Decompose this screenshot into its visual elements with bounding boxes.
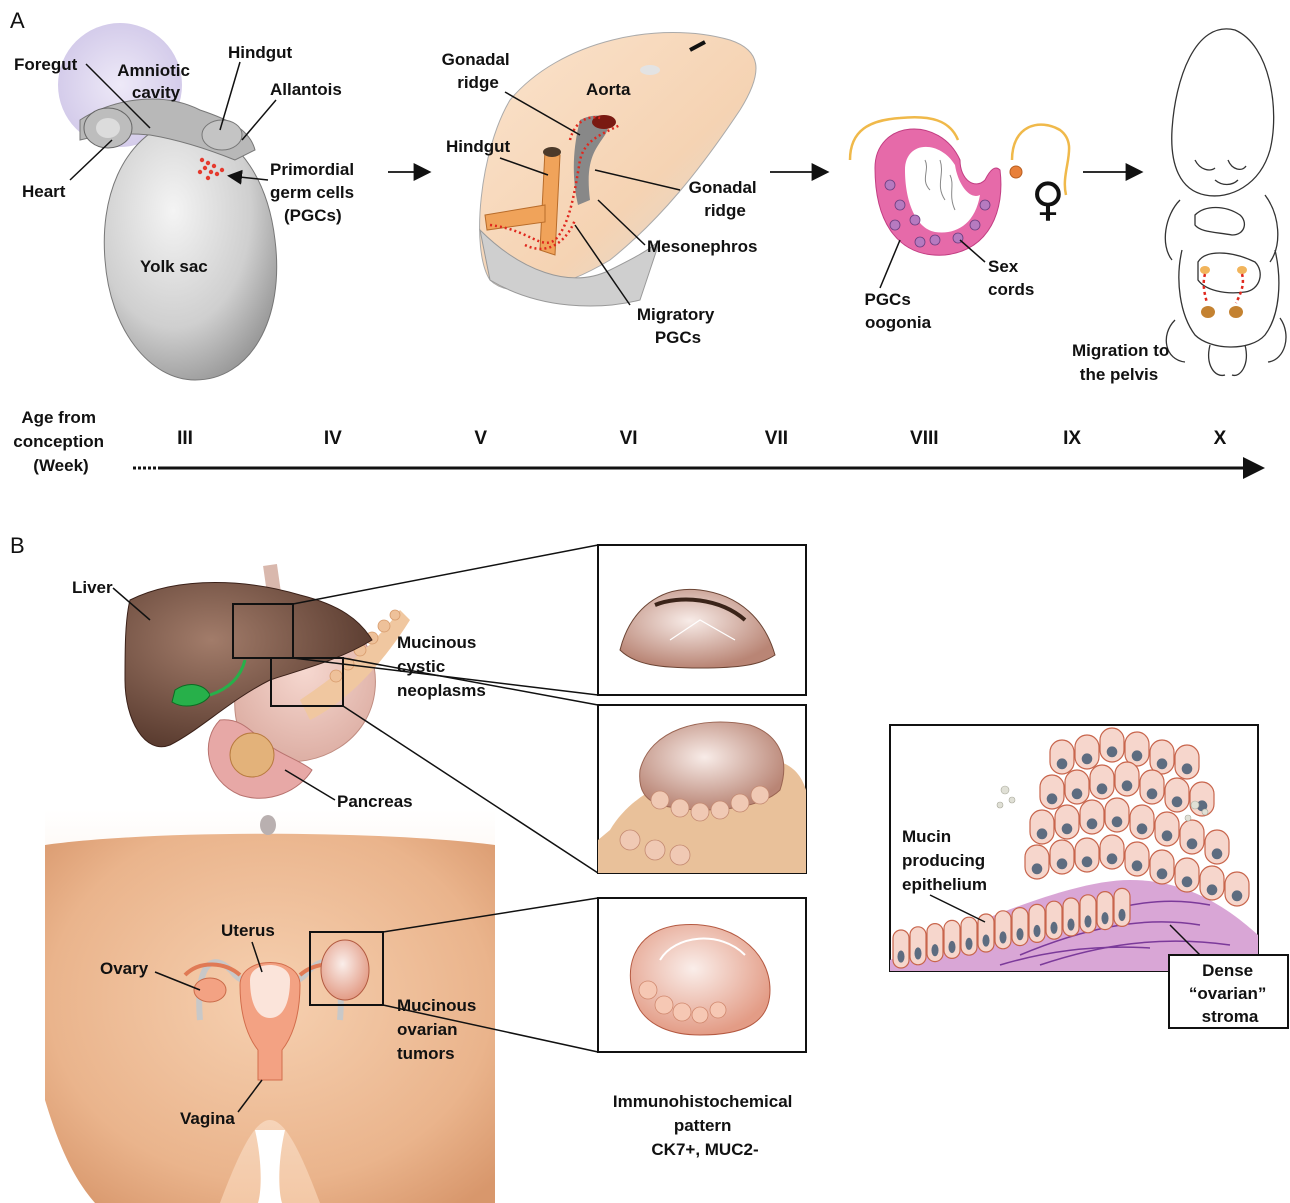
label-ovary: Ovary xyxy=(100,959,149,978)
label-uterus: Uterus xyxy=(221,921,275,940)
fetus-illustration xyxy=(1165,29,1286,376)
label-mucinous-cystic-neoplasms: Mucinous cystic neoplasms xyxy=(397,633,486,700)
label-heart: Heart xyxy=(22,182,66,201)
label-aorta: Aorta xyxy=(586,80,631,99)
label-yolk-sac: Yolk sac xyxy=(140,257,208,276)
timeline-label: Age from conception (Week) xyxy=(13,408,108,475)
timeline-week-X: X xyxy=(1214,428,1227,449)
timeline-week-IX: IX xyxy=(1063,428,1081,449)
timeline-week-VI: VI xyxy=(620,428,638,449)
label-migratory-pgcs: Migratory PGCs xyxy=(637,305,719,347)
panel-label-b: B xyxy=(10,533,25,558)
label-sex-cords: Sex cords xyxy=(988,257,1034,299)
timeline-week-IV: IV xyxy=(324,428,342,449)
timeline-week-VIII: VIII xyxy=(910,428,939,449)
female-symbol: ♀ xyxy=(1031,172,1065,226)
timeline-week-V: V xyxy=(474,428,487,449)
timeline-weeks: III IV V VI VII VIII IX X xyxy=(177,428,1227,449)
label-liver: Liver xyxy=(72,578,113,597)
zoom-panel-liver-cyst xyxy=(598,545,806,695)
panel-label-a: A xyxy=(10,8,25,33)
gonadal-ridge-illustration xyxy=(480,33,756,306)
label-hindgut-2: Hindgut xyxy=(446,137,511,156)
label-vagina: Vagina xyxy=(180,1109,235,1128)
timeline-arrowhead xyxy=(1243,457,1265,479)
label-migration-pelvis: Migration to the pelvis xyxy=(1072,341,1174,384)
label-gonadal-ridge-right: Gonadal ridge xyxy=(689,178,762,220)
timeline-week-III: III xyxy=(177,428,193,449)
label-gonadal-ridge-top: Gonadal ridge xyxy=(442,50,515,92)
label-immunohistochemical-pattern: Immunohistochemical pattern CK7+, MUC2- xyxy=(613,1092,797,1159)
label-mesonephros: Mesonephros xyxy=(647,237,758,256)
zoom-panel-ovarian-cyst xyxy=(598,898,806,1052)
label-pancreas: Pancreas xyxy=(337,792,413,811)
label-pgcs-oogonia: PGCs oogonia xyxy=(864,290,931,332)
histology-panel xyxy=(890,725,1258,971)
label-foregut: Foregut xyxy=(14,55,78,74)
timeline-week-VII: VII xyxy=(765,428,788,449)
abdominal-organs-illustration xyxy=(125,565,410,798)
zoom-panel-pancreas-cyst xyxy=(598,705,806,873)
label-allantois: Allantois xyxy=(270,80,342,99)
label-hindgut-1: Hindgut xyxy=(228,43,293,62)
label-primordial-germ-cells: Primordial germ cells (PGCs) xyxy=(270,160,359,225)
